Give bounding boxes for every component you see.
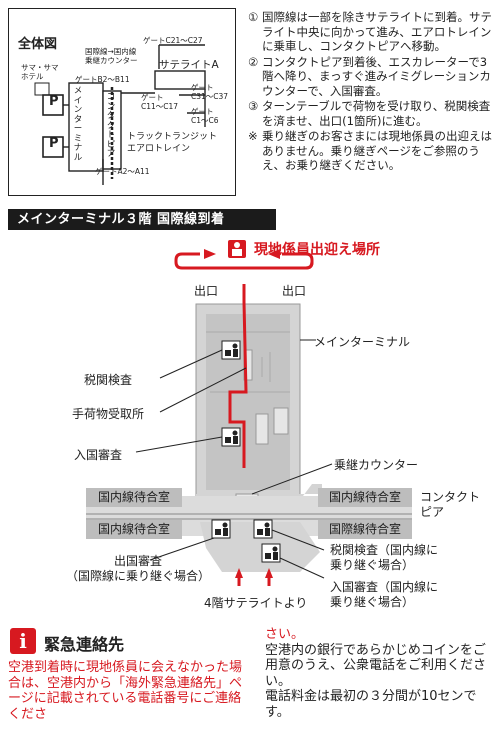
- arrow-right-icon: [204, 249, 216, 259]
- main-terminal-box: [68, 82, 104, 172]
- exit-right-label: 出口: [282, 284, 307, 298]
- immigration-intl-label: 出国審査 （国際線に乗り継ぐ場合）: [66, 554, 211, 583]
- baggage-hall: [206, 314, 290, 490]
- gate-c1-label: ゲート C1〜C6: [191, 107, 219, 125]
- gate-c11-label: ゲート C11〜C17: [141, 93, 179, 111]
- overview-diagram: 全体図 サマ・サマ ホテル ゲートC21〜C27 国際線→国内線 乗継カウンター…: [8, 8, 236, 196]
- emergency-notes: さい。 空港内の銀行であらかじめコインをご用意のうえ、公衆電話をご利用ください。…: [265, 627, 495, 720]
- note-transfer: ※乗り継ぎのお客さまには現地係員の出迎えはありません。乗り継ぎページをご参照のう…: [248, 129, 492, 172]
- customs-dom-icon: [253, 519, 273, 539]
- overview-title: 全体図: [18, 37, 58, 52]
- overview-map: [34, 44, 206, 185]
- main-terminal-label: メインターミナル: [314, 335, 411, 349]
- immigration-dom-icon: [261, 543, 281, 563]
- exit-left-label: 出口: [194, 284, 219, 298]
- parking-icon: P: [49, 136, 59, 151]
- floor-map: [86, 240, 412, 586]
- gate-c21-label: ゲートC21〜C27: [143, 36, 203, 45]
- emergency-title: 緊急連絡先: [44, 635, 125, 654]
- parking-icon: P: [49, 94, 59, 109]
- immigration-intl-icon: [211, 519, 231, 539]
- customs-icon: [221, 340, 241, 360]
- satellite-a-box: [154, 70, 206, 90]
- gate-a-label: ゲートA2〜A11: [95, 167, 150, 176]
- leader-lines: [135, 339, 333, 579]
- hotel-building: [34, 82, 50, 96]
- intl-lounge-1: 国際線待合室: [318, 520, 412, 539]
- fee-note: 電話料金は最初の３分間が10センです。: [265, 689, 477, 720]
- contact-pier-label: コンタクトピア: [106, 92, 116, 159]
- immigration-dom-label: 入国審査（国内線に 乗り継ぐ場合）: [330, 580, 439, 609]
- immigration-label: 入国審査: [74, 448, 123, 462]
- domestic-lounge-1: 国内線待合室: [86, 488, 182, 507]
- domestic-lounge-2: 国内線待合室: [318, 488, 412, 507]
- section-title: メインターミナル３階 国際線到着: [8, 209, 276, 230]
- gate-b-label: ゲートB2〜B11: [75, 75, 130, 84]
- customs-label: 税関検査: [84, 373, 133, 387]
- emergency-continued: さい。: [265, 627, 305, 642]
- arrow-left-icon: [268, 249, 280, 259]
- hotel-label: サマ・サマ ホテル: [21, 63, 59, 81]
- arrival-route: [174, 252, 314, 468]
- carousel-3: [255, 413, 269, 445]
- track-transit-label: トラックトランジット エアロトレイン: [127, 132, 218, 154]
- main-terminal-label: メインターミナル: [73, 86, 83, 163]
- transfer-counter-label: 国際線→国内線 乗継カウンター: [85, 47, 138, 65]
- transfer-counter-label: 乗継カウンター: [334, 458, 419, 472]
- satellite-a-label: サテライトA: [159, 59, 219, 71]
- from-satellite-label: 4階サテライトより: [204, 596, 308, 610]
- coin-note: 空港内の銀行であらかじめコインをご用意のうえ、公衆電話をご利用ください。: [265, 642, 487, 689]
- meeting-point-label: 現地係員出迎え場所: [254, 242, 380, 258]
- domestic-lounge-3: 国内線待合室: [86, 520, 182, 539]
- arrow-up-icon: [235, 568, 243, 578]
- carousel-2: [273, 407, 289, 435]
- gate-c31-label: ゲート C31〜C37: [191, 83, 229, 101]
- contact-pier-label: コンタクト ピア: [420, 490, 481, 519]
- arrow-up-icon: [265, 568, 273, 578]
- customs-dom-label: 税関検査（国内線に 乗り継ぐ場合）: [330, 543, 439, 572]
- emergency-body: 空港到着時に現地係員に会えなかった場合は、空港内から「海外緊急連絡先」ページに記…: [8, 660, 243, 722]
- immigration-icon: [221, 427, 241, 447]
- info-icon: i: [10, 628, 36, 654]
- hall-lines: [206, 331, 290, 393]
- baggage-claim-label: 手荷物受取所: [72, 407, 145, 421]
